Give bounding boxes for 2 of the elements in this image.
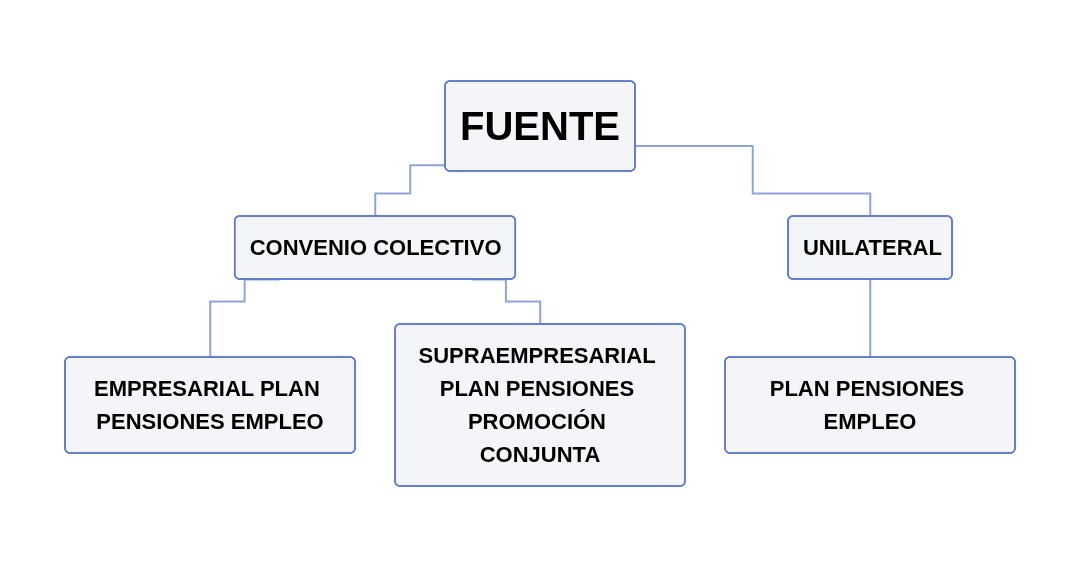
- connector: [634, 144, 871, 218]
- connector: [868, 278, 871, 359]
